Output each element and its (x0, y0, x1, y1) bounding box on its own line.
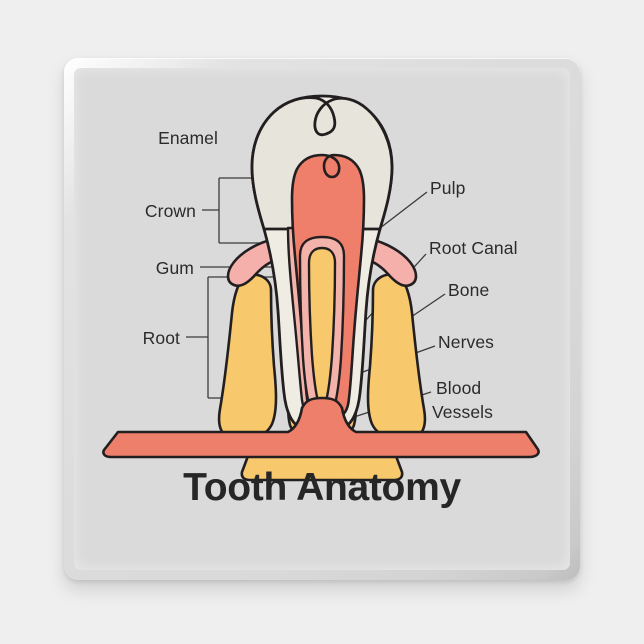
label-gum: Gum (155, 258, 194, 278)
label-root-canal: Root Canal (429, 238, 518, 258)
bracket-root (186, 276, 277, 399)
label-bone: Bone (448, 280, 490, 300)
blood-vessels (102, 396, 540, 459)
label-root: Root (142, 328, 180, 348)
bone-left (217, 273, 278, 441)
central-canal (298, 235, 346, 425)
label-blood-vessels-line1: Blood (436, 378, 482, 398)
magnet-printed-face: Enamel Crown Gum Root Pulp Root Canal Bo… (74, 68, 570, 570)
label-crown: Crown (144, 201, 196, 221)
bone-right (366, 273, 427, 441)
magnet-tile: Enamel Crown Gum Root Pulp Root Canal Bo… (64, 58, 580, 580)
bracket-crown (202, 177, 271, 244)
label-blood-vessels-line2: Vessels (432, 402, 494, 422)
tooth-anatomy-artboard: Enamel Crown Gum Root Pulp Root Canal Bo… (74, 68, 570, 570)
label-enamel: Enamel (158, 128, 218, 148)
label-pulp: Pulp (430, 178, 466, 198)
blood-vessels-band (102, 396, 540, 459)
diagram-title: Tooth Anatomy (183, 466, 461, 509)
central-canal-core (307, 246, 337, 415)
label-nerves: Nerves (438, 332, 495, 352)
tooth-anatomy-illustration (102, 94, 540, 482)
